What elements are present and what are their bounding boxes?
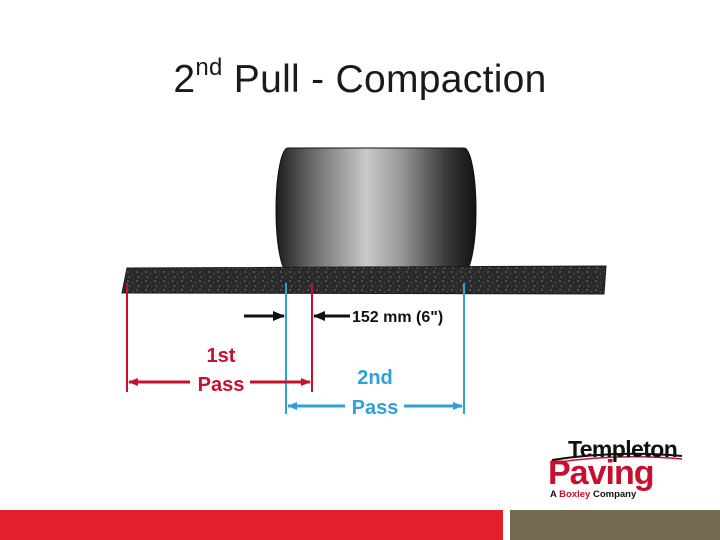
asphalt-mat	[121, 265, 607, 295]
second-pass-label-line2: Pass	[352, 397, 399, 419]
footer-olive-bar	[510, 510, 720, 540]
title-text: Pull - Compaction	[222, 58, 547, 101]
logo-templeton-text: Templeton	[568, 436, 678, 462]
first-pass-label-line1: 1st	[207, 345, 236, 367]
logo-tag-suffix: Company	[590, 489, 637, 500]
title-superscript: nd	[195, 54, 223, 81]
logo-tagline: A Boxley Company	[550, 489, 636, 500]
title-number: 2	[173, 58, 196, 101]
logo-tag-brand: Boxley	[559, 489, 591, 500]
roller-drum	[275, 147, 477, 273]
footer-red-bar	[0, 510, 503, 540]
logo-paving-text: Paving	[548, 454, 654, 492]
second-pass-label-line1: 2nd	[357, 367, 393, 389]
slide-title: 2nd Pull - Compaction	[0, 56, 720, 102]
first-pass-label-line2: Pass	[198, 374, 245, 396]
templeton-paving-logo: Templeton Paving A Boxley Company	[548, 436, 688, 502]
logo-tag-prefix: A	[550, 489, 560, 500]
overlap-label: 152 mm (6")	[352, 309, 443, 326]
logo-swoosh	[551, 452, 683, 464]
